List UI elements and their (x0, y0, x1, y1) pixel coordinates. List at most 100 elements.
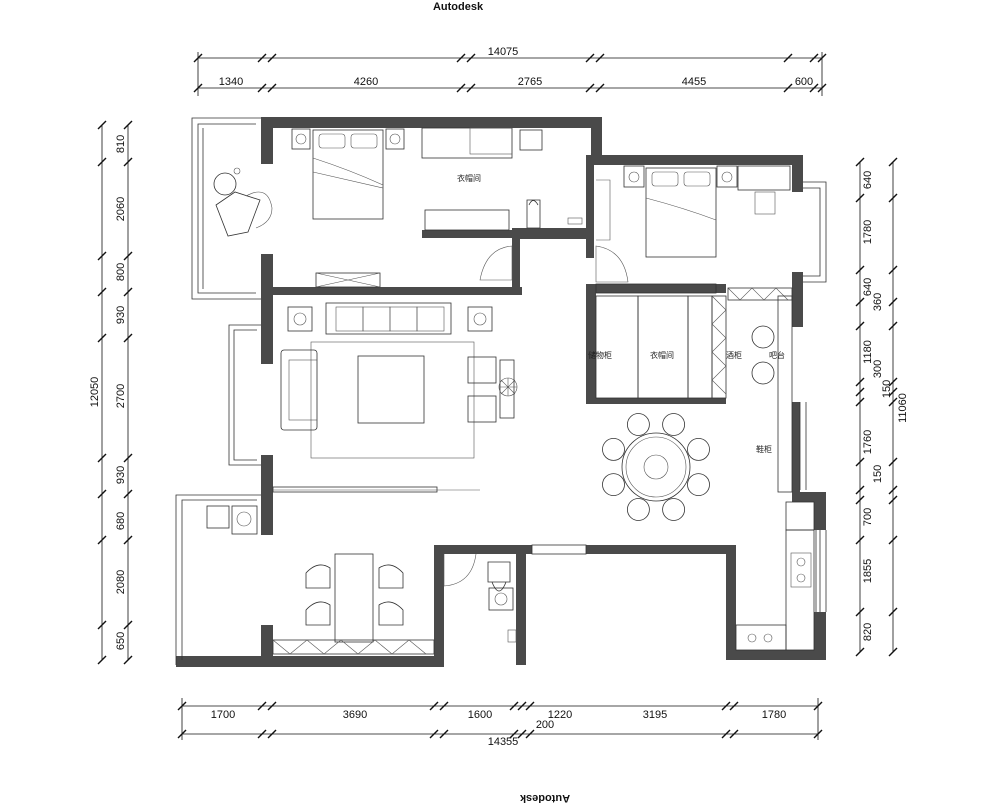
dim-right-segment: 640 (862, 278, 874, 296)
glass-partition (531, 544, 587, 555)
dining-chair-icon (662, 413, 685, 436)
dimension-tick (97, 655, 107, 665)
dim-right-segment: 1180 (862, 340, 874, 364)
dim-bottom-small: 200 (536, 719, 554, 731)
dimension-lines (97, 52, 898, 740)
dim-right-small: 150 (881, 380, 893, 398)
wine-cabinet (711, 295, 727, 399)
dimension-tick (97, 287, 107, 297)
dimension-tick (783, 83, 793, 93)
dimension-tick (509, 729, 519, 739)
dimension-tick (813, 701, 823, 711)
dim-right-small: 360 (872, 293, 884, 311)
dimension-tick (123, 655, 133, 665)
dining-chair-icon (662, 498, 685, 521)
dimension-tick (123, 120, 133, 130)
dimension-tick (809, 83, 819, 93)
sofa-icon (325, 302, 452, 335)
dimension-tick (855, 265, 865, 275)
coffee-table (357, 355, 425, 424)
bar-stool-icon (751, 325, 775, 349)
dimension-tick (888, 495, 898, 505)
bar-stool-icon (751, 361, 775, 385)
dimension-tick (888, 377, 898, 387)
dimension-tick (888, 297, 898, 307)
plant-stand (499, 359, 515, 419)
washing-machine-icon (231, 505, 258, 535)
second-desk (737, 165, 791, 191)
dimension-tick (855, 387, 865, 397)
closet-cabinet (687, 295, 713, 399)
watermark-bottom: Autodesk (519, 792, 570, 804)
closet-cabinet (637, 295, 689, 399)
dim-right-small: 150 (872, 465, 884, 483)
dimension-tick (97, 251, 107, 261)
dim-right-segment: 1780 (862, 220, 874, 244)
dim-top-segment: 1340 (219, 76, 243, 88)
door-swing (479, 245, 513, 281)
dimension-tick (267, 701, 277, 711)
dimension-tick (888, 397, 898, 407)
dimension-tick (525, 701, 535, 711)
dim-top-segment: 2765 (518, 76, 542, 88)
dimension-tick (257, 53, 267, 63)
dimension-tick (97, 489, 107, 499)
dim-bottom-segment: 1220 (548, 709, 572, 721)
dim-bottom-segment: 1700 (211, 709, 235, 721)
dim-top-segment: 4455 (682, 76, 706, 88)
dimension-tick (855, 607, 865, 617)
watermark-top: Autodesk (433, 1, 484, 13)
stove-icon (735, 624, 787, 651)
dimension-tick (888, 607, 898, 617)
dimension-tick (123, 333, 133, 343)
dimension-tick (439, 729, 449, 739)
dimension-tick (888, 457, 898, 467)
dim-right-total: 11060 (897, 393, 909, 423)
nightstand-icon (291, 128, 405, 150)
dimension-tick (177, 701, 187, 711)
dimension-tick (123, 453, 133, 463)
dimension-tick (193, 83, 203, 93)
dimension-tick (97, 535, 107, 545)
dim-right-segment: 1760 (862, 430, 874, 454)
dimension-tick (855, 321, 865, 331)
kitchen-counter (785, 529, 815, 651)
dimension-tick (888, 193, 898, 203)
dining-chair-icon (687, 437, 710, 461)
bay-bench (315, 272, 381, 288)
tv-chair (467, 356, 497, 384)
dim-left-segment: 650 (115, 632, 127, 650)
dim-right-small: 300 (872, 360, 884, 378)
dimension-tick (517, 701, 527, 711)
dimension-tick (509, 701, 519, 711)
dimension-tick (123, 287, 133, 297)
dimension-tick (888, 387, 898, 397)
dim-bottom-segment: 1780 (762, 709, 786, 721)
dimension-tick (466, 53, 476, 63)
dining-chair-icon (378, 564, 404, 589)
dimension-tick (817, 83, 827, 93)
toilet-icon (526, 199, 541, 229)
closet-shelf (421, 127, 513, 159)
dim-right-segment: 640 (862, 171, 874, 189)
dimension-tick (429, 729, 439, 739)
master-bed (312, 129, 384, 220)
dimension-tick (888, 535, 898, 545)
dimension-tick (97, 453, 107, 463)
dimension-tick (193, 53, 203, 63)
dimension-tick (888, 321, 898, 331)
dimension-tick (855, 397, 865, 407)
dimension-tick (456, 53, 466, 63)
dining-chairs (602, 413, 710, 521)
round-dining-table (621, 432, 691, 502)
dimension-tick (97, 120, 107, 130)
dining-chair-icon (305, 564, 331, 589)
dimension-tick (595, 53, 605, 63)
dining-table (334, 553, 374, 643)
dim-top-total: 14075 (488, 46, 519, 58)
dimension-tick (257, 83, 267, 93)
dimension-tick (888, 647, 898, 657)
dimension-tick (257, 701, 267, 711)
dimension-tick (97, 333, 107, 343)
